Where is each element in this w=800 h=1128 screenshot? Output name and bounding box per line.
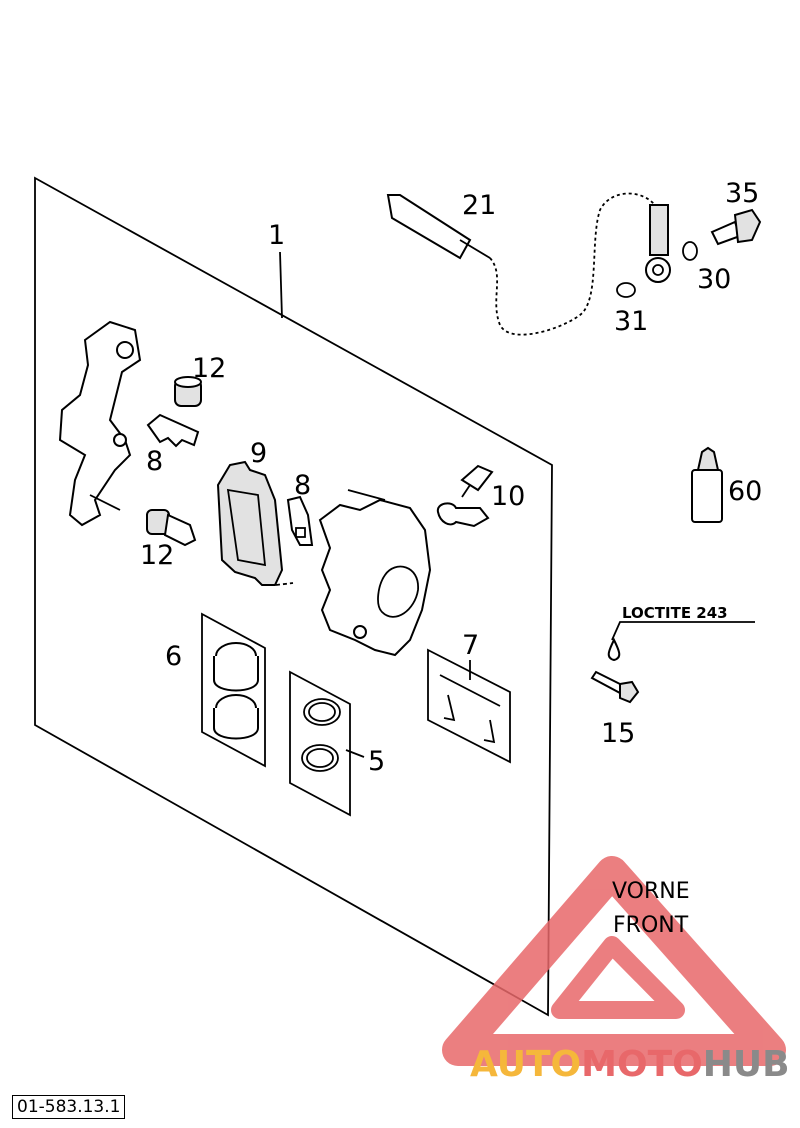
seal-kit-box — [289, 670, 351, 817]
loctite-drop-icon — [607, 637, 621, 662]
callout-7: 7 — [462, 630, 479, 661]
callout-60: 60 — [728, 476, 762, 507]
callout-8-left: 8 — [146, 446, 163, 477]
washer-part-31 — [616, 282, 636, 298]
banjo-bolt-part — [710, 208, 762, 246]
callout-9: 9 — [250, 438, 267, 469]
callout-31: 31 — [614, 306, 648, 337]
banjo-fitting-part — [436, 502, 490, 528]
callout-30: 30 — [697, 264, 731, 295]
front-label-line2: FRONT — [613, 913, 689, 938]
brake-hose-part — [386, 192, 656, 336]
watermark-text-auto: AUTO — [470, 1044, 581, 1085]
callout-1: 1 — [268, 220, 285, 251]
callout-35: 35 — [725, 178, 759, 209]
caliper-bracket-part — [58, 320, 142, 527]
piston-seal-part — [301, 698, 341, 772]
pad-clip-part-left — [146, 413, 200, 448]
front-label-line1: VORNE — [612, 879, 690, 904]
callout-12-bottom: 12 — [140, 540, 174, 571]
callout-8-right: 8 — [294, 470, 311, 501]
kit-frame — [34, 176, 553, 1017]
hose-banjo-part — [645, 204, 671, 283]
caliper-body-part — [318, 489, 432, 657]
screw-part — [590, 670, 640, 704]
callout-21: 21 — [462, 190, 496, 221]
piston-part — [213, 642, 259, 740]
threadlocker-bottle-part — [691, 446, 723, 523]
pad-clip-part-right — [286, 495, 314, 546]
watermark-text: AUTOMOTOHUB — [470, 1044, 790, 1085]
loctite-leader — [611, 621, 755, 641]
piston-kit-box — [201, 612, 266, 768]
bleeder-valve-part — [460, 464, 494, 498]
washer-part-30 — [682, 241, 698, 261]
callout-5: 5 — [368, 746, 385, 777]
callout-6: 6 — [165, 641, 182, 672]
watermark-logo — [442, 856, 786, 1066]
callout-12-top: 12 — [192, 353, 226, 384]
brake-pad-part — [216, 460, 294, 586]
drawing-code: 01-583.13.1 — [17, 1097, 121, 1117]
pin-kit-box — [427, 648, 511, 764]
leader-line-5 — [345, 749, 365, 758]
loctite-note: LOCTITE 243 — [622, 604, 728, 622]
callout-15: 15 — [601, 718, 635, 749]
slide-pin-part — [146, 509, 197, 547]
drawing-code-box: 01-583.13.1 — [12, 1095, 126, 1119]
pad-pin-part — [439, 674, 501, 744]
bushing-part-top — [174, 376, 202, 407]
watermark-text-hub: HUB — [703, 1044, 790, 1085]
leader-line-1 — [279, 251, 283, 319]
callout-10: 10 — [491, 481, 525, 512]
watermark-text-moto: MOTO — [581, 1044, 703, 1085]
